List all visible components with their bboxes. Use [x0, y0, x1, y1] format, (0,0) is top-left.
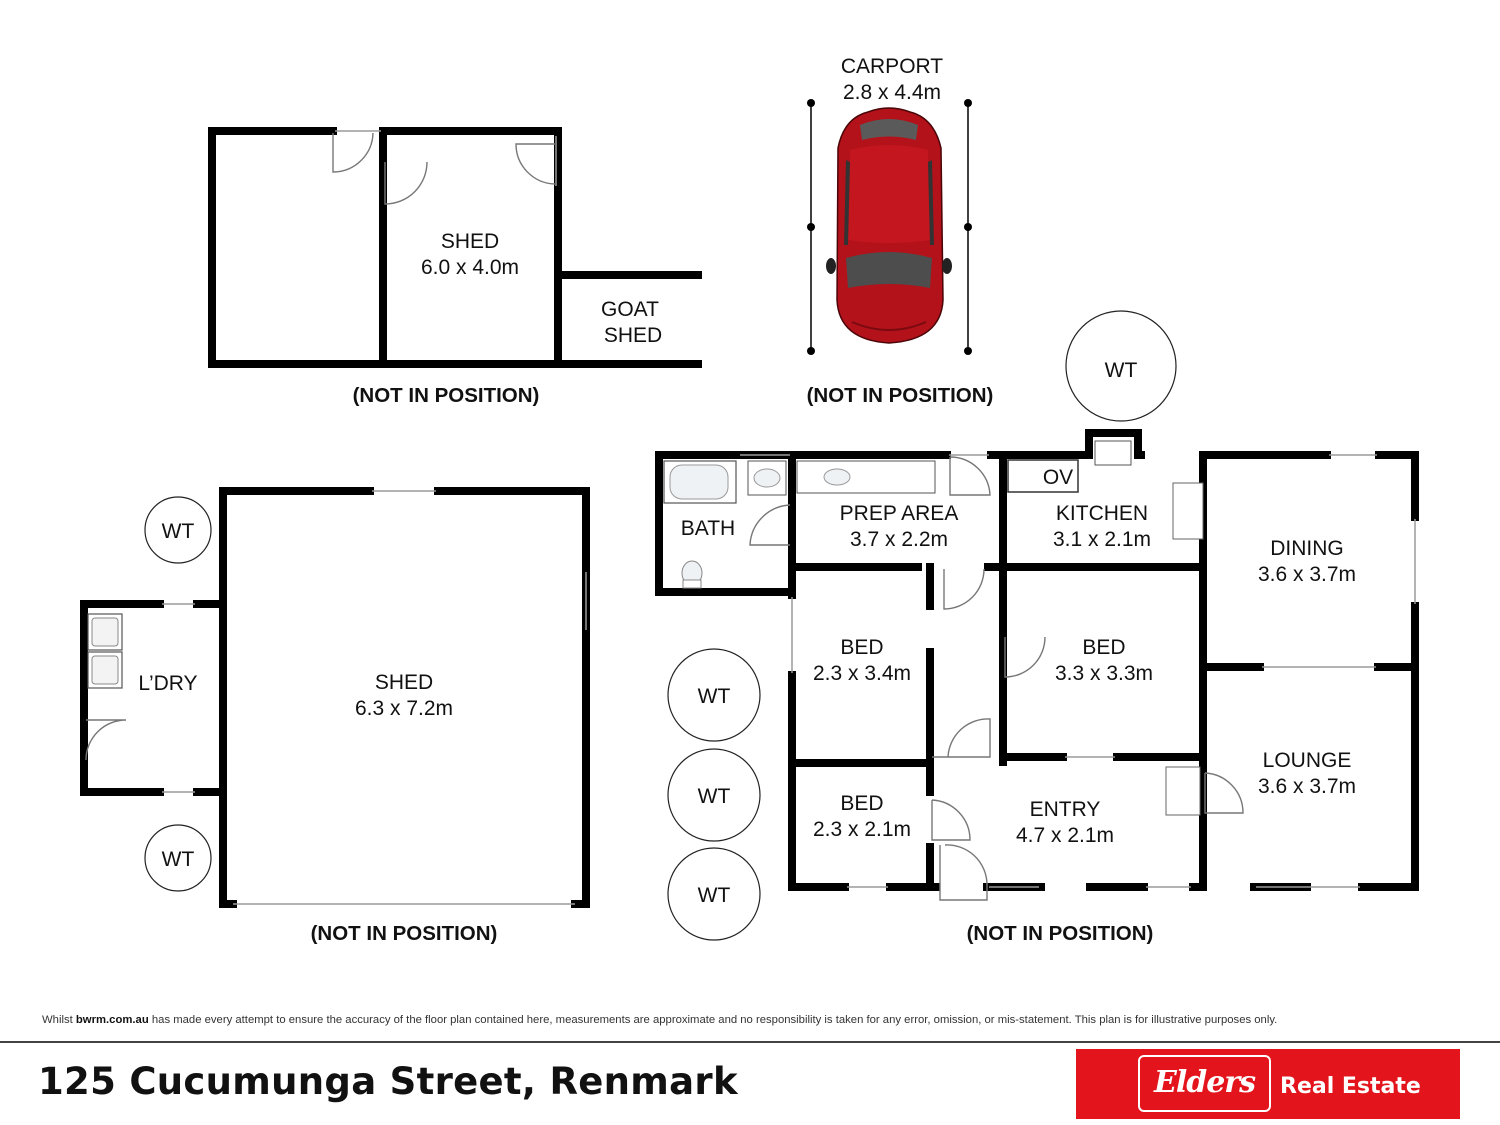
tank-3 [144, 824, 212, 892]
bed-1-name: BED [840, 636, 883, 659]
carport-group: CARPORT 2.8 x 4.4m (NOT IN POSITION) [807, 55, 994, 407]
disclaimer: Whilst bwrm.com.au has made every attemp… [42, 1014, 1482, 1026]
shed-large-name: SHED [375, 671, 433, 694]
shed-large-size: 6.3 x 7.2m [355, 697, 453, 720]
kitchen-size: 3.1 x 2.1m [1053, 528, 1151, 551]
bath-name: BATH [681, 517, 735, 540]
tank-2 [144, 496, 212, 564]
tank-5-label: WT [698, 785, 731, 808]
shed-small-size: 6.0 x 4.0m [421, 256, 519, 279]
agency-badge: Elders [1138, 1055, 1271, 1112]
tank-6-label: WT [698, 884, 731, 907]
bed-3-size: 2.3 x 2.1m [813, 818, 911, 841]
large-shed-not-in-position: (NOT IN POSITION) [311, 922, 498, 945]
laundry-name: L’DRY [138, 672, 197, 695]
disclaimer-text: has made every attempt to ensure the acc… [148, 1014, 1278, 1026]
prep-area-name: PREP AREA [840, 502, 959, 525]
tank-2-label: WT [162, 520, 195, 543]
bed-3-name: BED [840, 792, 883, 815]
agency-brand: Elders [1153, 1065, 1256, 1100]
tank-3-label: WT [162, 848, 195, 871]
large-shed-group: L’DRY SHED 6.3 x 7.2m (NOT IN POSITION) [80, 487, 590, 945]
goat-shed-label-1: GOAT [601, 298, 659, 321]
goat-shed-label-2: SHED [604, 324, 662, 347]
bed-2-size: 3.3 x 3.3m [1055, 662, 1153, 685]
house-not-in-position: (NOT IN POSITION) [967, 922, 1154, 945]
property-address: 125 Cucumunga Street, Renmark [38, 1060, 738, 1103]
footer-divider [0, 1041, 1500, 1043]
tank-1-label: WT [1105, 359, 1138, 382]
tank-4-label: WT [698, 685, 731, 708]
tank-4 [667, 648, 761, 742]
not-in-position-note: (NOT IN POSITION) [353, 384, 540, 407]
house-group: OV BATH PREP AREA 3.7 x 2.2m KITCHEN 3.1… [655, 429, 1419, 945]
tank-1 [1065, 310, 1177, 422]
dining-size: 3.6 x 3.7m [1258, 563, 1356, 586]
disclaimer-prefix: Whilst [42, 1014, 76, 1026]
carport-size: 2.8 x 4.4m [843, 81, 941, 104]
entry-size: 4.7 x 2.1m [1016, 824, 1114, 847]
carport-name: CARPORT [841, 55, 943, 78]
tank-5 [667, 748, 761, 842]
entry-name: ENTRY [1030, 798, 1101, 821]
lounge-size: 3.6 x 3.7m [1258, 775, 1356, 798]
carport-not-in-position: (NOT IN POSITION) [807, 384, 994, 407]
oven-label: OV [1043, 466, 1073, 489]
disclaimer-site-link[interactable]: bwrm.com.au [75, 1014, 149, 1026]
tank-6 [667, 847, 761, 941]
lounge-name: LOUNGE [1263, 749, 1352, 772]
agency-logo: Elders Real Estate [1076, 1049, 1460, 1119]
prep-area-size: 3.7 x 2.2m [850, 528, 948, 551]
agency-suffix: Real Estate [1280, 1074, 1421, 1099]
floor-plan: SHED 6.0 x 4.0m GOAT SHED (NOT IN POSITI… [80, 55, 1419, 945]
shed-small-name: SHED [441, 230, 499, 253]
dining-name: DINING [1270, 537, 1344, 560]
bed-1-size: 2.3 x 3.4m [813, 662, 911, 685]
kitchen-name: KITCHEN [1056, 502, 1148, 525]
bed-2-name: BED [1082, 636, 1125, 659]
car-icon [826, 107, 952, 344]
small-shed-group: SHED 6.0 x 4.0m GOAT SHED (NOT IN POSITI… [208, 127, 702, 407]
water-tanks: WT WT WT WT WT WT [144, 310, 1177, 941]
